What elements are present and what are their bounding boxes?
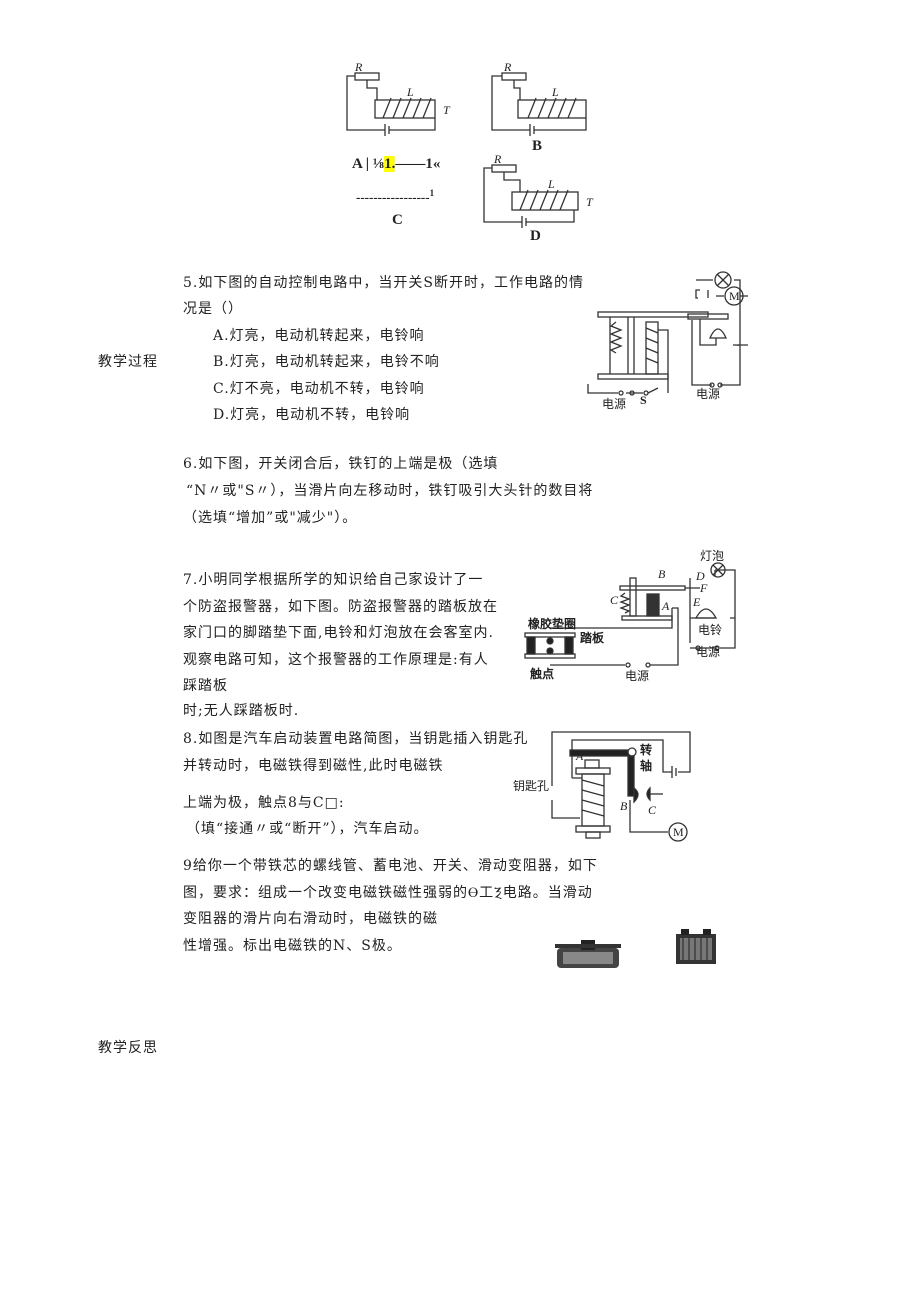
section-label-reflection: 教学反思 (98, 1040, 158, 1056)
rubber-ring-label: 橡胶垫圈 (528, 616, 576, 631)
option-d-label: D (530, 228, 541, 244)
q7-line: 个防盗报警器，如下图。防盗报警器的踏板放在 (183, 599, 498, 615)
motor-label: M (673, 825, 684, 839)
bulb-label: 灯泡 (700, 549, 724, 563)
q7-line: 踩踏板 (183, 678, 228, 694)
contact-label: 触点 (530, 666, 554, 681)
q9-line: 性增强。标出电磁铁的N、S极。 (183, 938, 402, 954)
circuit-diagram-b: R L (491, 60, 587, 136)
option-c-label: C (392, 212, 403, 228)
power-label: 电源 (696, 387, 720, 401)
power-label: 电源 (696, 645, 720, 659)
q8-car-starter-circuit-diagram: A 转 轴 B C M 钥匙孔 (513, 731, 691, 842)
q5-option-b: B.灯亮，电动机转起来，电铃不响 (213, 354, 440, 370)
svg-text:C: C (610, 593, 619, 607)
svg-text:R: R (493, 152, 502, 166)
q5-option-a: A.灯亮，电动机转起来，电铃响 (213, 328, 425, 344)
q6-line: 6.如下图，开关闭合后，铁钉的上端是极（选填 (183, 456, 499, 472)
q8-line: （填“接通〃或“断开”），汽车启动。 (186, 821, 429, 837)
q5-option-d: D.灯亮，电动机不转，电铃响 (213, 407, 411, 423)
power-label: 电源 (602, 397, 626, 411)
q7-line: 时;无人踩踏板时. (183, 703, 300, 719)
svg-text:L: L (547, 177, 555, 191)
label-l: L (406, 85, 414, 99)
q7-line: 观察电路可知，这个报警器的工作原理是:有人 (183, 652, 489, 668)
q5-line: 况是（） (183, 301, 243, 317)
svg-text:轴: 轴 (640, 758, 652, 773)
switch-label: S (640, 393, 647, 407)
q8-line: 8.如图是汽车启动装置电路简图，当钥匙插入钥匙孔 (183, 731, 529, 747)
q9-line: 9给你一个带铁芯的螺线管、蓄电池、开关、滑动变阻器，如下 (183, 858, 598, 874)
q9-line: 图，要求：组成一个改变电磁铁磁性强弱的Ⲑ工Ⲝ电路。当滑动 (183, 885, 593, 901)
q7-line: 家门口的脚踏垫下面,电铃和灯泡放在会客室内. (183, 625, 494, 641)
svg-text:转: 转 (640, 742, 652, 757)
label-t: T (443, 103, 451, 117)
q5-option-c: C.灯不亮，电动机不转，电铃响 (213, 381, 425, 397)
keyhole-label: 钥匙孔 (513, 779, 549, 793)
svg-text:A: A (661, 599, 670, 613)
svg-text:T: T (586, 195, 594, 209)
q5-line: 5.如下图的自动控制电路中，当开关S断开时，工作电路的情 (183, 275, 584, 291)
svg-text:F: F (699, 581, 708, 595)
q8-line: 上端为极，触点8与C□: (183, 795, 345, 811)
battery-image (676, 929, 716, 964)
svg-text:L: L (551, 85, 559, 99)
svg-text:R: R (503, 60, 512, 74)
power-label: 电源 (625, 669, 649, 683)
bell-label: 电铃 (698, 622, 722, 637)
q5-relay-circuit-diagram: M 电源 S 电源 (587, 271, 748, 411)
section-label-process: 教学过程 (98, 354, 158, 370)
q7-line: 7.小明同学根据所学的知识给自己家设计了一 (183, 572, 484, 588)
option-c-line: -----------------1 (356, 188, 435, 205)
svg-text:A: A (575, 749, 584, 763)
q8-line: 并转动时，电磁铁得到磁性,此时电磁铁 (183, 758, 444, 774)
option-a-label: A | ⅛1.——1« (352, 156, 441, 172)
svg-text:C: C (648, 803, 657, 817)
svg-text:E: E (692, 595, 701, 609)
q7-alarm-circuit-diagram: B C A D F E 灯泡 电铃 电源 电源 橡胶垫圈 踏板 触点 (524, 549, 736, 683)
motor-label: M (729, 289, 740, 303)
q9-line: 变阻器的滑片向右滑动时，电磁铁的磁 (183, 911, 438, 927)
svg-text:B: B (658, 567, 666, 581)
svg-text:B: B (620, 799, 628, 813)
q6-line: （选填“增加”或"减少"）。 (183, 510, 358, 526)
q6-line: “N〃或"S〃），当滑片向左移动时，铁钉吸引大头针的数目将 (186, 483, 594, 499)
svg-text:D: D (695, 569, 705, 583)
sliding-rheostat-image (555, 940, 621, 968)
label-r: R (354, 60, 363, 74)
circuit-diagram-d: R L T (483, 152, 594, 228)
pedal-label: 踏板 (580, 630, 605, 645)
option-b-label: B (532, 138, 543, 154)
circuit-diagram-a: R L T (346, 60, 451, 136)
